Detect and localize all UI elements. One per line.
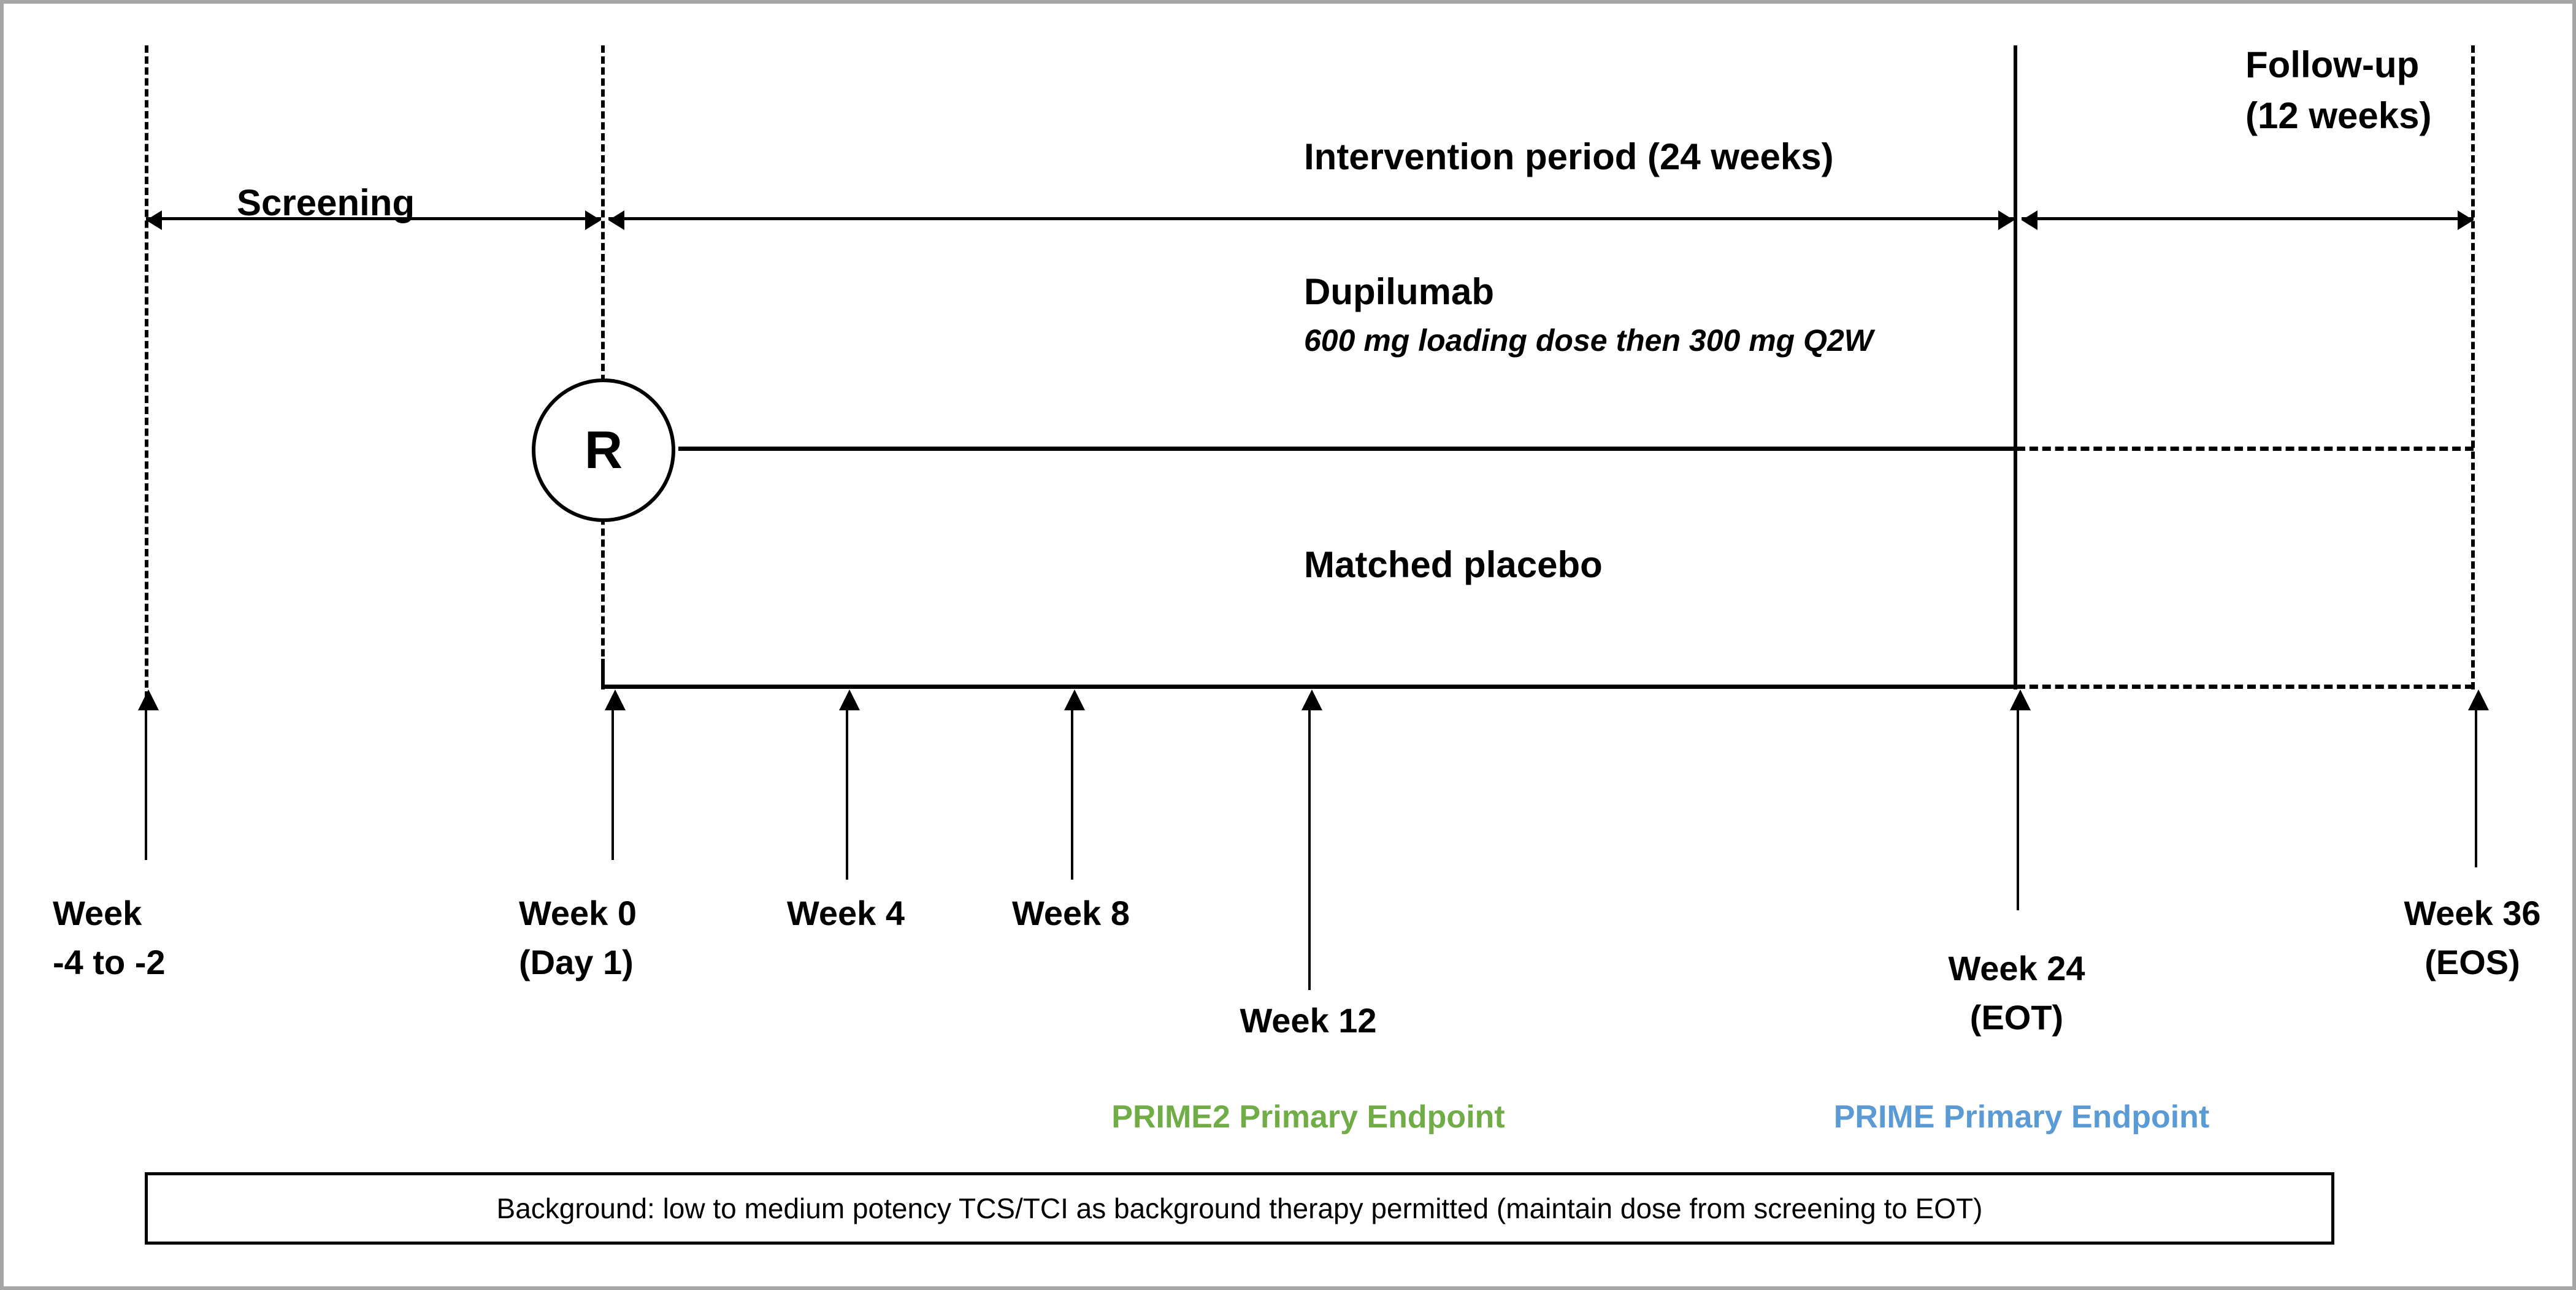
placebo-arm-line-dashed [2017, 685, 2474, 689]
followup-period-duration: (12 weeks) [2245, 95, 2432, 136]
timepoint-label-wk-24-line1: Week 24 [1948, 949, 2085, 988]
placebo-arm-line-solid [603, 685, 2017, 689]
week36-eos-line [2471, 45, 2475, 689]
arrow-head-up-icon [1064, 689, 1085, 710]
screening-period-label: Screening [237, 182, 415, 223]
active-arm-label: Dupilumab [1304, 271, 1494, 312]
timepoint-arrow-wk-0 [605, 689, 626, 860]
week24-eot-line [2014, 45, 2017, 689]
placebo-arm-start-connector [601, 659, 605, 688]
intervention-period-arrow [608, 210, 2014, 230]
timepoint-arrow-wk-screen [138, 689, 159, 860]
endpoint-label-prime: PRIME Primary Endpoint [1833, 1099, 2210, 1135]
background-therapy-box: Background: low to medium potency TCS/TC… [145, 1172, 2334, 1245]
randomization-symbol: R [584, 420, 623, 480]
timepoint-arrow-wk-12 [1301, 689, 1322, 990]
arrow-head-right-icon [2458, 210, 2474, 230]
week0-randomization-line [601, 45, 605, 689]
timepoint-arrow-wk-36 [2468, 689, 2489, 867]
timepoint-label-wk-12: Week 12 [1240, 1001, 1377, 1040]
screening-period-arrow [146, 210, 601, 230]
arrow-head-left-icon [146, 210, 162, 230]
timepoint-label-wk-4: Week 4 [787, 894, 905, 932]
timepoint-label-wk-0-line2: (Day 1) [519, 943, 634, 981]
timepoint-arrow-wk-8 [1064, 689, 1085, 880]
arrow-head-left-icon [608, 210, 624, 230]
timepoint-label-wk-36-line1: Week 36 [2404, 894, 2541, 932]
arrow-head-up-icon [2468, 689, 2489, 710]
timepoint-arrow-wk-4 [839, 689, 860, 880]
active-arm-line-dashed [2017, 447, 2474, 451]
arrow-head-right-icon [585, 210, 601, 230]
timepoint-label-wk-8: Week 8 [1012, 894, 1130, 932]
timepoint-label-wk-36-line2: (EOS) [2425, 943, 2520, 981]
randomization-circle: R [532, 378, 675, 522]
arrow-head-up-icon [605, 689, 626, 710]
timepoint-label-wk-screen-line1: Week [53, 894, 142, 932]
intervention-period-label: Intervention period (24 weeks) [1304, 136, 1834, 177]
timepoint-arrow-wk-24 [2010, 689, 2031, 910]
timepoint-label-wk-screen-line2: -4 to -2 [53, 943, 166, 981]
screening-start-line [145, 45, 148, 699]
arrow-head-up-icon [138, 689, 159, 710]
timepoint-label-wk-0-line1: Week 0 [519, 894, 637, 932]
placebo-arm-label: Matched placebo [1304, 544, 1603, 585]
active-arm-line-solid [678, 447, 2017, 451]
background-therapy-text: Background: low to medium potency TCS/TC… [496, 1192, 1983, 1224]
arrow-head-up-icon [2010, 689, 2031, 710]
followup-period-label: Follow-up [2245, 44, 2420, 85]
active-arm-dose-label: 600 mg loading dose then 300 mg Q2W [1304, 323, 1873, 358]
arrow-head-left-icon [2022, 210, 2037, 230]
timepoint-label-wk-24-line2: (EOT) [1969, 998, 2064, 1037]
followup-period-arrow [2022, 210, 2474, 230]
arrow-head-right-icon [1998, 210, 2014, 230]
arrow-head-up-icon [839, 689, 860, 710]
endpoint-label-prime2: PRIME2 Primary Endpoint [1111, 1099, 1505, 1135]
arrow-head-up-icon [1301, 689, 1322, 710]
